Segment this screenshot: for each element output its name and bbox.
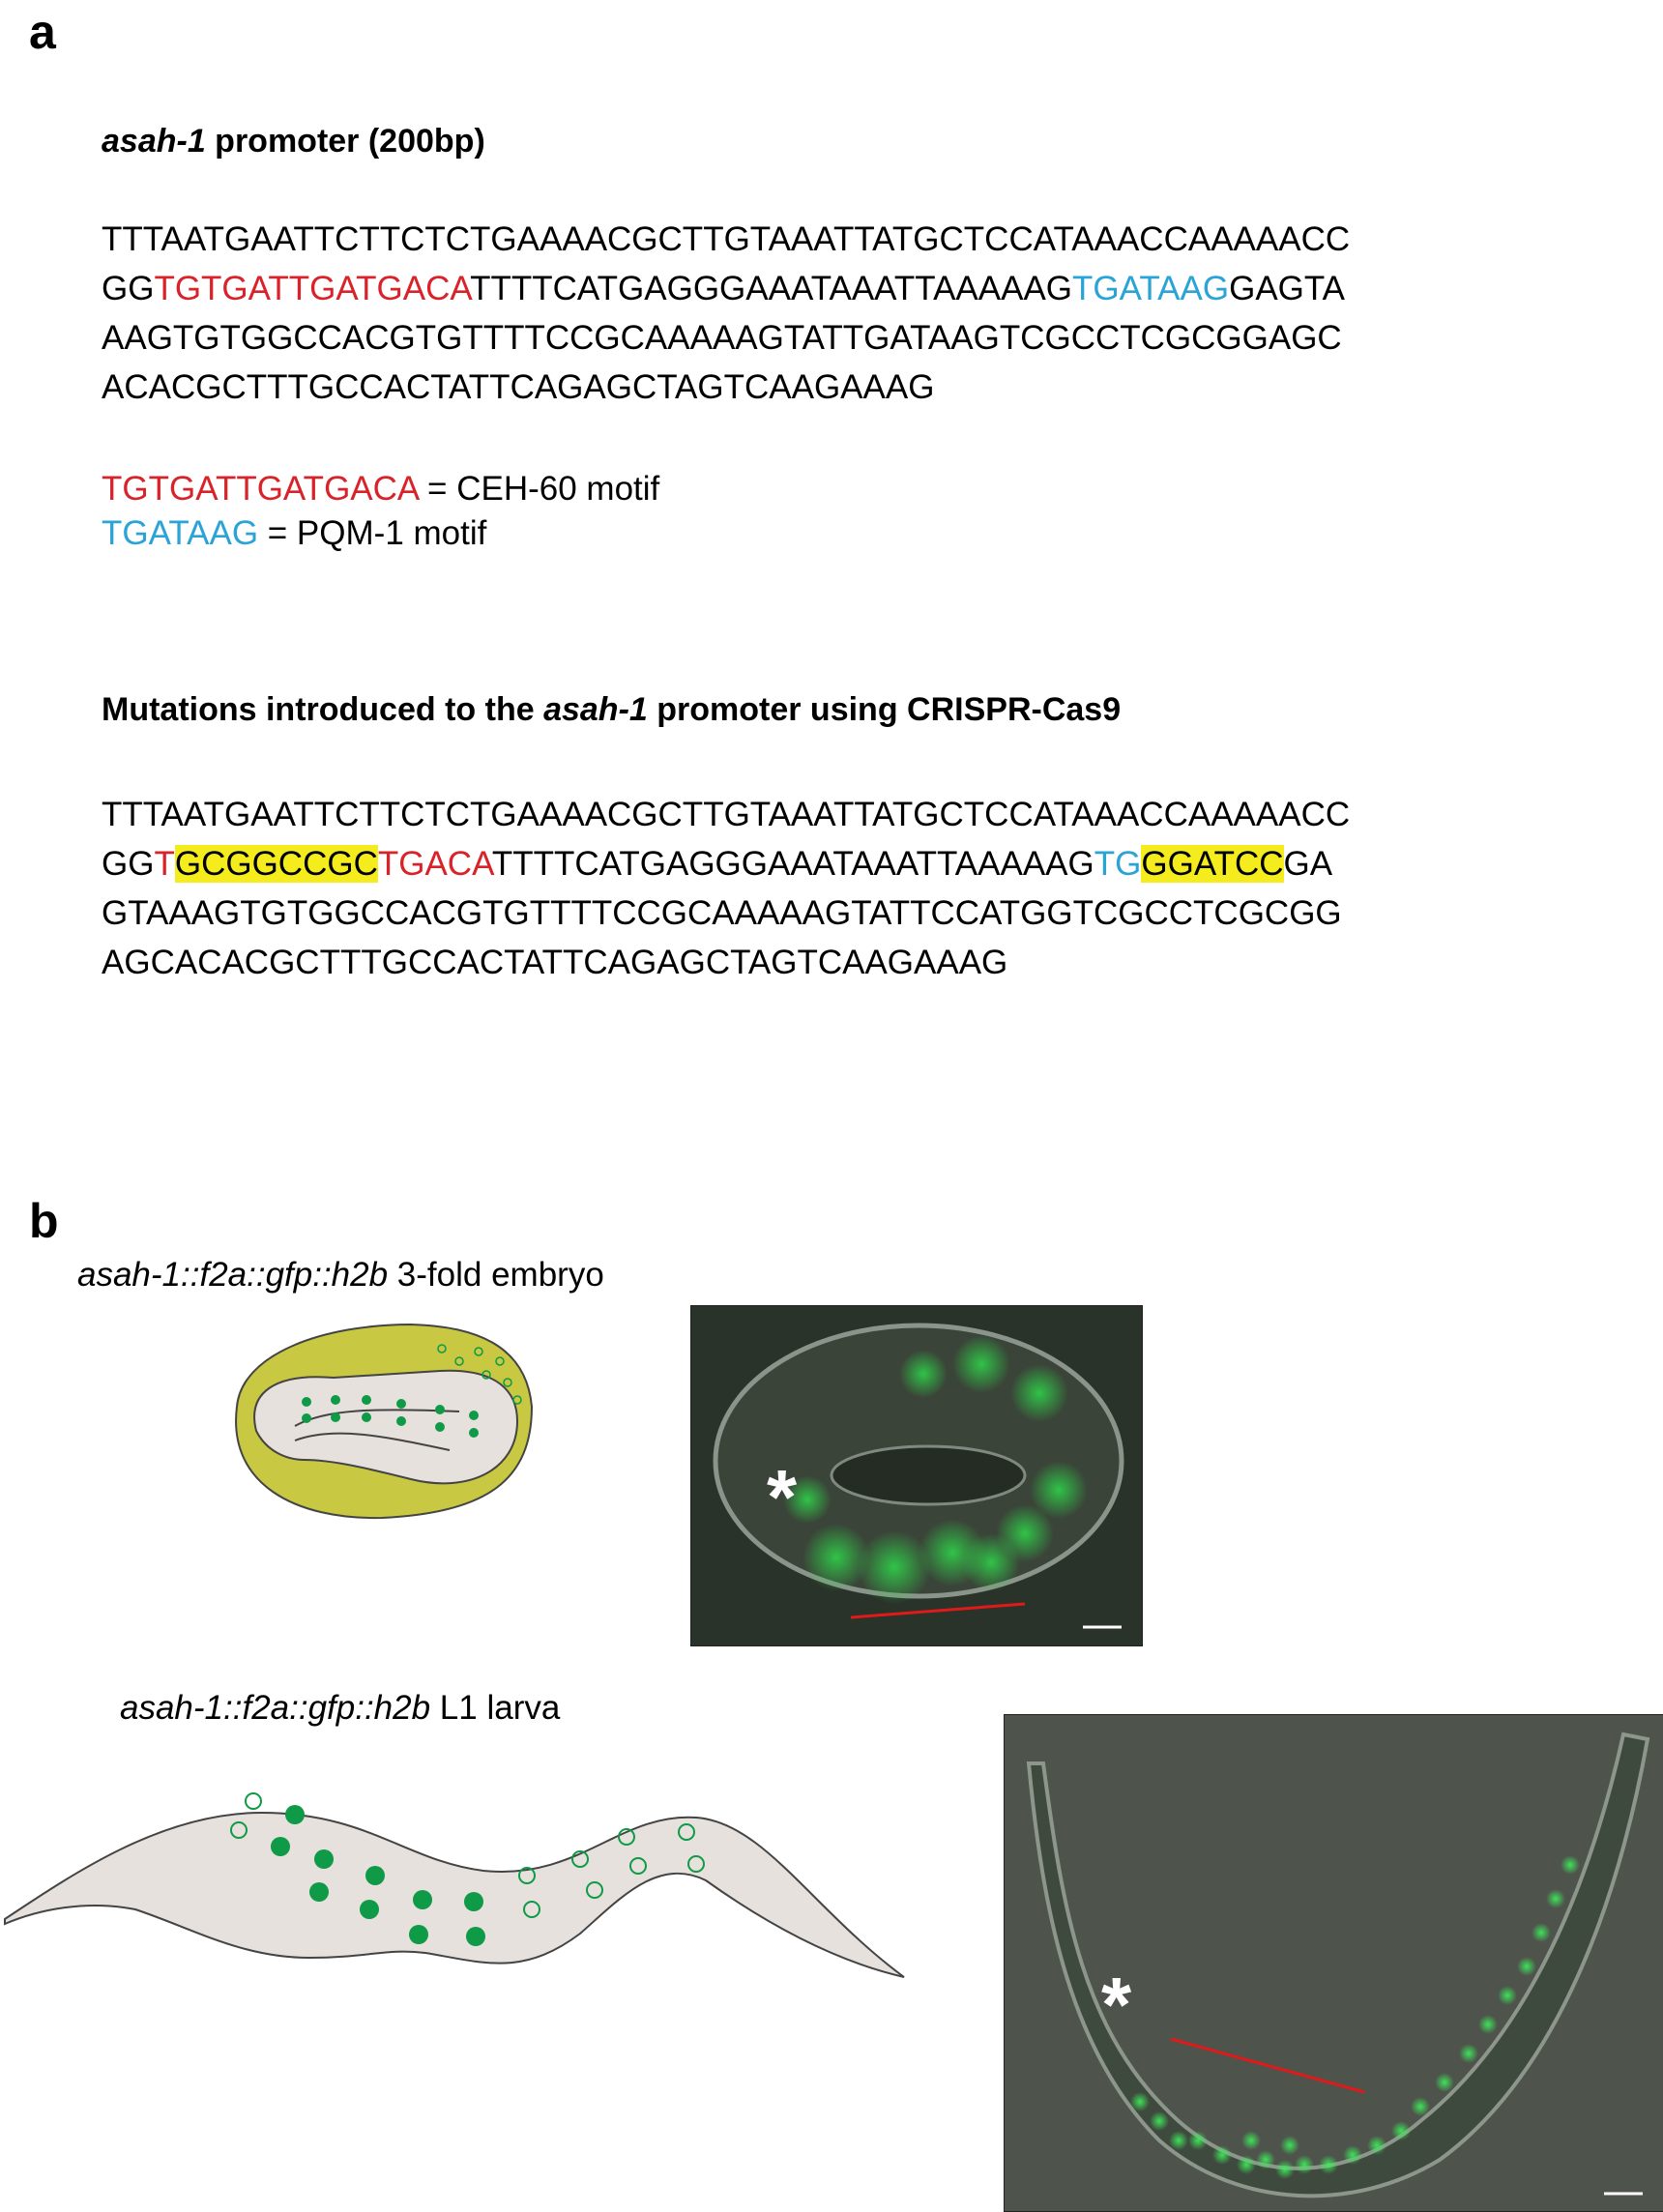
gene-name: asah-1	[102, 123, 206, 160]
motif-segment: TG	[1094, 845, 1142, 883]
asterisk: *	[1101, 1962, 1132, 2048]
promoter-heading: asah-1 promoter (200bp)	[102, 123, 485, 160]
panel-letter-b: b	[29, 1194, 59, 1248]
red-line	[1170, 2037, 1365, 2094]
sequence-line: ACACGCTTTGCCACTATTCAGAGCTAGTCAAGAAAG	[102, 363, 1350, 412]
embryo-inner-fold	[830, 1444, 1027, 1506]
sequence-line: GTAAAGTGTGGCCACGTGTTTTCCGCAAAAAGTATTCCAT…	[102, 888, 1350, 938]
motif-segment: TGTGATTGATGACA	[154, 270, 471, 307]
embryo-caption: asah-1::f2a::gfp::h2b 3-fold embryo	[77, 1256, 604, 1295]
sequence-segment: GG	[102, 270, 155, 307]
motif-segment: GCGGCCGC	[174, 845, 378, 883]
embryo-fold-tail	[294, 1432, 451, 1451]
sequence-line: GGTGCGGCCGCTGACATTTTCATGAGGGAAATAAATTAAA…	[102, 839, 1350, 888]
embryo-schematic	[235, 1323, 534, 1520]
sequence-segment: GA	[1283, 845, 1333, 883]
motif-segment: TGATAAG	[1072, 270, 1230, 307]
stage-label: 3-fold embryo	[388, 1256, 604, 1294]
motif-segment: TGACA	[377, 845, 492, 883]
sequence-segment: TTTTCATGAGGGAAATAAATTAAAAAG	[491, 845, 1094, 883]
panel-letter-a: a	[29, 5, 56, 59]
heading-text: promoter (200bp)	[205, 123, 485, 160]
legend-motif: TGATAAG	[102, 514, 259, 552]
legend-item: TGTGATTGATGACA = CEH-60 motif	[102, 467, 659, 511]
legend-item: TGATAAG = PQM-1 motif	[102, 511, 659, 556]
legend-label: = PQM-1 motif	[258, 514, 487, 552]
sequence-segment: TTTTCATGAGGGAAATAAATTAAAAAG	[470, 270, 1073, 307]
transgene-name: asah-1::f2a::gfp::h2b	[120, 1689, 431, 1727]
mutation-heading: Mutations introduced to the asah-1 promo…	[102, 691, 1121, 729]
larva-micrograph: *	[1004, 1714, 1663, 2212]
sequence-segment: GAGTA	[1229, 270, 1346, 307]
sequence-line: AGCACACGCTTTGCCACTATTCAGAGCTAGTCAAGAAAG	[102, 938, 1350, 987]
stage-label: L1 larva	[430, 1689, 561, 1727]
heading-text-post: promoter using CRISPR-Cas9	[647, 691, 1122, 728]
legend-motif: TGTGATTGATGACA	[102, 470, 419, 508]
mutated-promoter-sequence: TTTAATGAATTCTTCTCTGAAAACGCTTGTAAATTATGCT…	[102, 790, 1350, 987]
sequence-line: AAGTGTGGCCACGTGTTTTCCGCAAAAAGTATTGATAAGT…	[102, 313, 1350, 363]
red-line	[850, 1602, 1026, 1619]
transgene-name: asah-1::f2a::gfp::h2b	[77, 1256, 389, 1294]
gfp-signal	[783, 1335, 1088, 1604]
motif-segment: T	[154, 845, 175, 883]
sequence-segment: GTAAAGTGTGGCCACGTGTTTTCCGCAAAAAGTATTCCAT…	[102, 894, 1342, 932]
sequence-line: TTTAATGAATTCTTCTCTGAAAACGCTTGTAAATTATGCT…	[102, 790, 1350, 839]
heading-text-pre: Mutations introduced to the	[102, 691, 544, 728]
sequence-segment: TTTAATGAATTCTTCTCTGAAAACGCTTGTAAATTATGCT…	[102, 220, 1351, 258]
legend-label: = CEH-60 motif	[418, 470, 660, 508]
larva-body	[4, 1811, 905, 1978]
sequence-segment: AAGTGTGGCCACGTGTTTTCCGCAAAAAGTATTGATAAGT…	[102, 319, 1342, 357]
wildtype-promoter-sequence: TTTAATGAATTCTTCTCTGAAAACGCTTGTAAATTATGCT…	[102, 215, 1350, 412]
gfp-nuclei-hollow	[230, 1792, 705, 1918]
gfp-nuclei-filled	[302, 1395, 479, 1438]
sequence-segment: AGCACACGCTTTGCCACTATTCAGAGCTAGTCAAGAAAG	[102, 944, 1008, 981]
gene-name: asah-1	[543, 691, 648, 728]
sequence-line: GGTGTGATTGATGACATTTTCATGAGGGAAATAAATTAAA…	[102, 264, 1350, 313]
sequence-line: TTTAATGAATTCTTCTCTGAAAACGCTTGTAAATTATGCT…	[102, 215, 1350, 264]
larva-worm	[1026, 1732, 1650, 2198]
sequence-segment: ACACGCTTTGCCACTATTCAGAGCTAGTCAAGAAAG	[102, 368, 935, 406]
asterisk: *	[767, 1454, 798, 1540]
motif-segment: GGATCC	[1141, 845, 1284, 883]
sequence-segment: GG	[102, 845, 155, 883]
embryo-body	[253, 1369, 519, 1485]
gfp-nuclei-hollow	[437, 1344, 522, 1405]
sequence-segment: TTTAATGAATTCTTCTCTGAAAACGCTTGTAAATTATGCT…	[102, 796, 1351, 833]
gfp-nuclei-filled	[271, 1805, 485, 1946]
larva-schematic	[4, 1792, 905, 1978]
larva-caption: asah-1::f2a::gfp::h2b L1 larva	[120, 1689, 560, 1728]
gfp-nuclei	[1130, 1855, 1580, 2179]
embryo-micrograph: *	[690, 1305, 1143, 1646]
